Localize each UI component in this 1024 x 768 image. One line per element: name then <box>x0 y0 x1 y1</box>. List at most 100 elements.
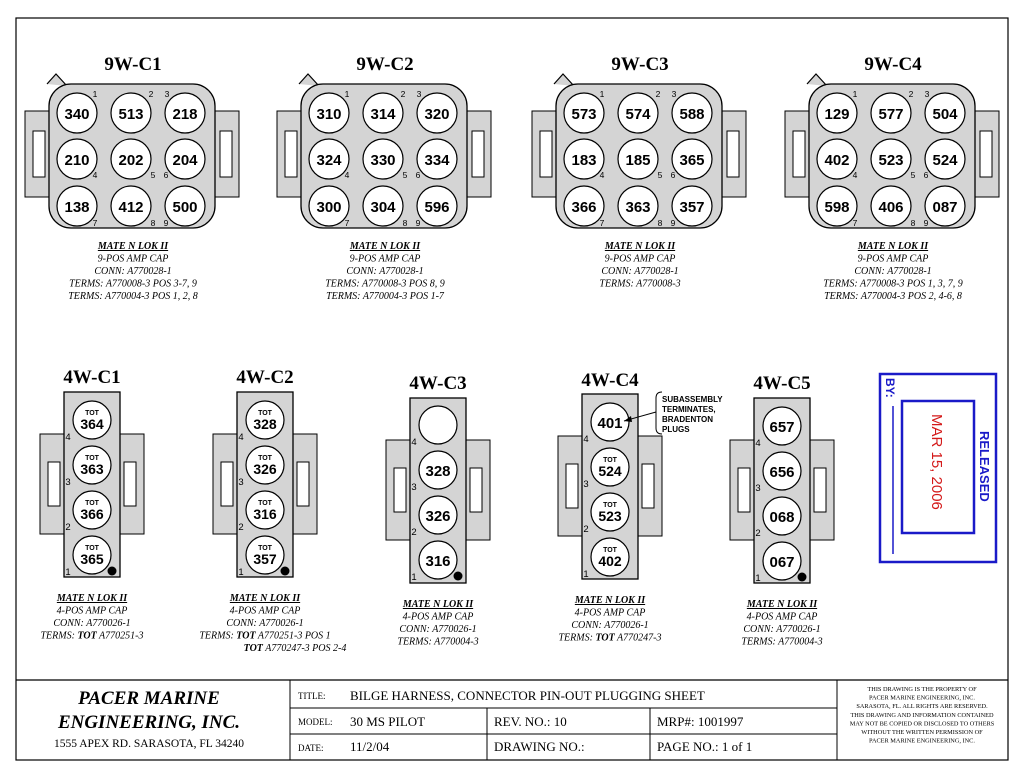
pin-position-number: 1 <box>238 567 243 578</box>
wing-slot-right <box>469 467 483 513</box>
pin-position-number: 1 <box>345 89 350 99</box>
connector-title: 4W-C2 <box>236 367 293 388</box>
pin-position-number: 2 <box>411 527 416 538</box>
pin-tot-label: TOT <box>85 500 100 507</box>
callout-bracket <box>655 391 663 435</box>
proprietary-notice: PACER MARINE ENGINEERING, INC. <box>869 738 975 745</box>
pin-circle <box>308 138 350 180</box>
connector-note: CONN: A770026-1 <box>399 624 476 635</box>
stamp-inner-frame <box>900 399 976 535</box>
pin-position-number: 2 <box>401 89 406 99</box>
pin-circle <box>56 138 98 180</box>
pin-wire-number: 320 <box>424 106 449 123</box>
proprietary-notice: WITHOUT THE WRITTEN PERMISSION OF <box>861 729 983 736</box>
pin-circle <box>164 92 206 134</box>
pin-wire-number: 328 <box>253 416 277 432</box>
connector-title: 9W-C4 <box>864 54 922 75</box>
pin-circle <box>870 185 912 227</box>
pin-wire-number: 334 <box>424 152 450 169</box>
pin-position-number: 8 <box>658 218 663 228</box>
pin-wire-number: 324 <box>316 152 342 169</box>
pin-position-number: 4 <box>600 170 605 180</box>
pin-wire-number: 067 <box>769 554 794 571</box>
pin-circle <box>617 138 659 180</box>
callout-arrowhead <box>624 416 632 422</box>
pin-circle <box>245 400 285 440</box>
pin-circle <box>924 185 966 227</box>
pin1-marker-dot <box>280 566 290 576</box>
pin-circle <box>762 451 802 491</box>
pin-wire-number: 401 <box>597 415 622 432</box>
pin-circle <box>362 138 404 180</box>
connector-terms-note: TERMS: TOT A770251-3 POS 1 <box>199 631 330 642</box>
pin-wire-number: 314 <box>370 106 396 123</box>
pin-circle <box>924 138 966 180</box>
page-number: PAGE NO.: 1 of 1 <box>657 739 752 754</box>
pin-circle <box>418 405 458 445</box>
callout-text: TERMINATES, <box>662 405 716 414</box>
title-label: TITLE: <box>298 691 326 701</box>
model-label: MODEL: <box>298 717 333 727</box>
pin-circle <box>418 495 458 535</box>
pin-circle <box>617 92 659 134</box>
pin-circle <box>671 92 713 134</box>
pin-position-number: 2 <box>238 522 243 533</box>
pin-position-number: 6 <box>671 170 676 180</box>
pin-position-number: 3 <box>65 477 70 488</box>
company-address: 1555 APEX RD. SARASOTA, FL 34240 <box>54 738 244 750</box>
pin-position-number: 1 <box>411 572 416 583</box>
pin-circle <box>816 185 858 227</box>
pin-circle <box>416 138 458 180</box>
pin-tot-label: TOT <box>85 455 100 462</box>
pin-position-number: 3 <box>755 483 760 494</box>
pin-circle <box>590 537 630 577</box>
pin-circle <box>245 535 285 575</box>
proprietary-notice: SARASOTA, FL. ALL RIGHTS ARE RESERVED. <box>856 703 988 710</box>
connector-note: 4-POS AMP CAP <box>230 606 301 617</box>
pin-position-number: 4 <box>853 170 858 180</box>
revision-number: REV. NO.: 10 <box>494 714 567 729</box>
pin-circle <box>563 185 605 227</box>
side-ear-left <box>24 110 52 198</box>
pin-position-number: 9 <box>416 218 421 228</box>
connector-title: 4W-C1 <box>63 367 120 388</box>
stamp-date: MAR 15, 2006 <box>928 414 945 510</box>
ear-slot-left <box>792 130 806 178</box>
pin-tot-label: TOT <box>258 545 273 552</box>
pin-wire-number: 402 <box>598 553 622 569</box>
pin-wire-number: 364 <box>80 416 104 432</box>
pin-wire-number: 524 <box>932 152 958 169</box>
pin-position-number: 7 <box>93 218 98 228</box>
pin-wire-number: 412 <box>118 199 143 216</box>
connector-note: 4-POS AMP CAP <box>57 606 128 617</box>
connector-note: TERMS: A770004-3 <box>397 637 478 648</box>
pin-wire-number: 326 <box>253 461 277 477</box>
connector-part-heading: MATE N LOK II <box>857 241 929 252</box>
pin1-marker-dot <box>107 566 117 576</box>
pin-position-number: 5 <box>403 170 408 180</box>
connector-part-heading: MATE N LOK II <box>229 593 301 604</box>
pin-wire-number: 524 <box>598 463 622 479</box>
pin-wire-number: 402 <box>824 152 849 169</box>
pin-circle <box>362 92 404 134</box>
callout-text: PLUGS <box>662 425 690 434</box>
pin-wire-number: 183 <box>571 152 596 169</box>
pin-tot-label: TOT <box>603 502 618 509</box>
wing-slot-left <box>737 467 751 513</box>
pin-wire-number: 596 <box>424 199 449 216</box>
pin-position-number: 8 <box>911 218 916 228</box>
connector-note: TERMS: A770004-3 POS 1-7 <box>326 291 445 302</box>
pin-tot-label: TOT <box>603 547 618 554</box>
company-name-line1: PACER MARINE <box>77 688 220 709</box>
pin-wire-number: 504 <box>932 106 958 123</box>
pin-wire-number: 210 <box>64 152 89 169</box>
proprietary-notice: MAY NOT BE COPIED OR DISCLOSED TO OTHERS <box>850 720 995 727</box>
